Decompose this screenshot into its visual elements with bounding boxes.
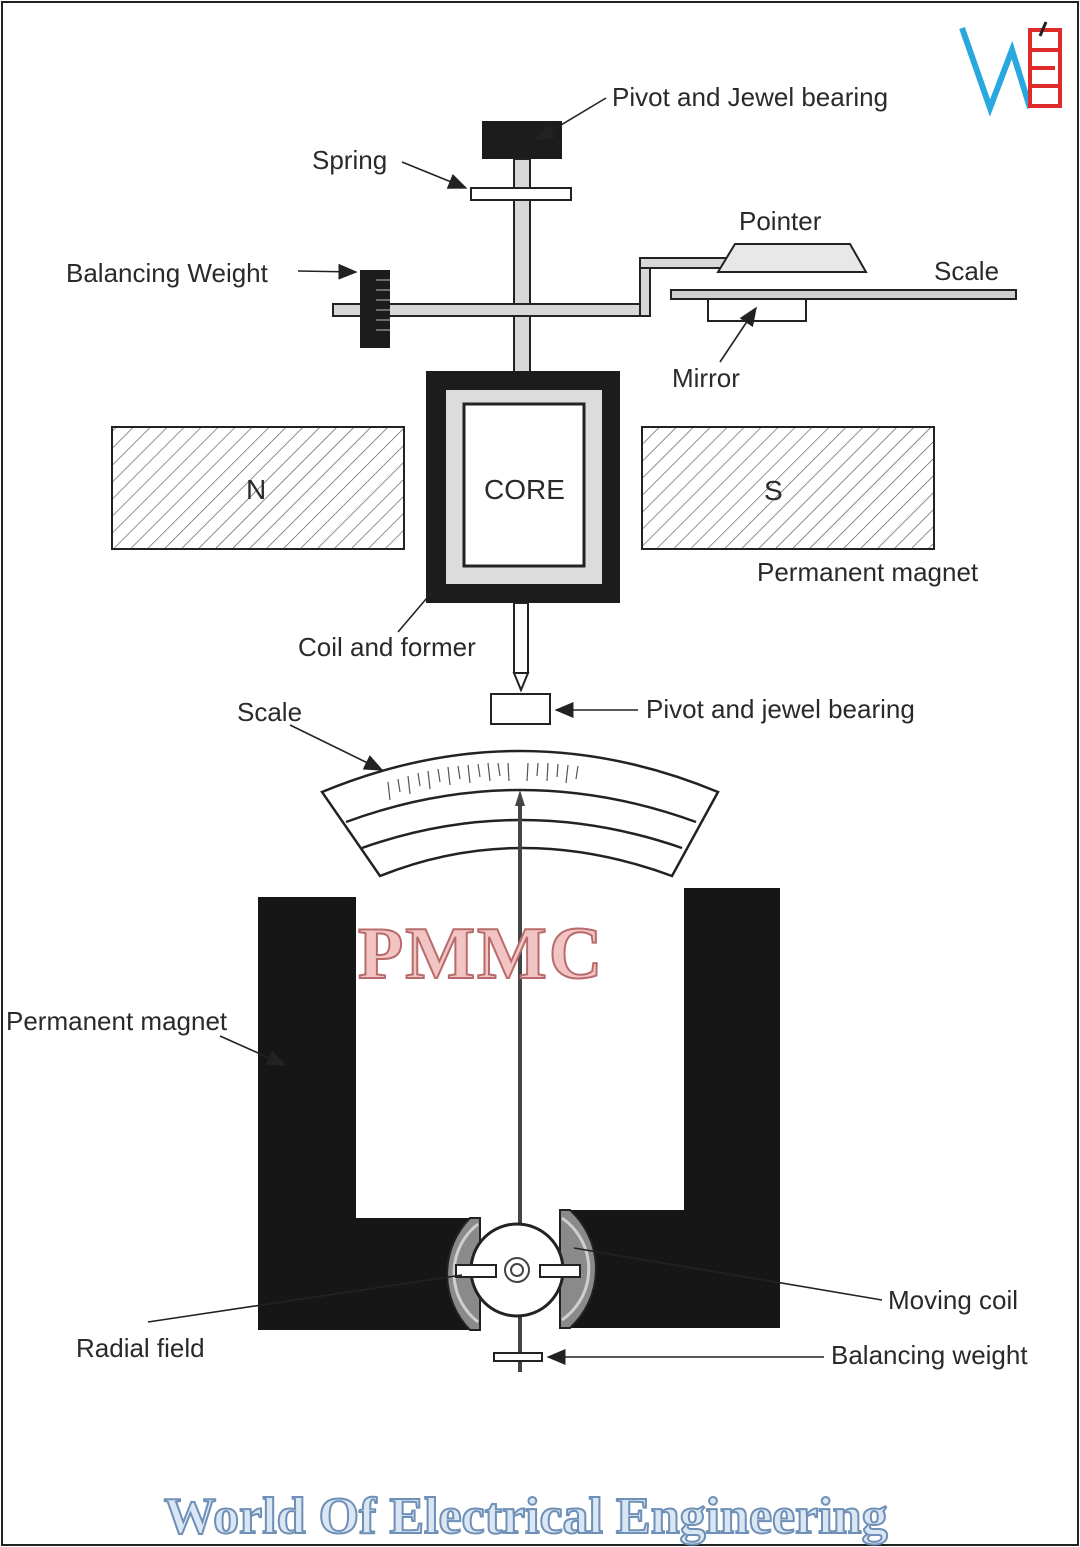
logo-text: WE xyxy=(0,0,2,1)
core xyxy=(462,402,586,568)
needle-tip xyxy=(515,790,525,806)
label-pivot-bottom: Pivot and jewel bearing xyxy=(646,694,915,724)
pmmc-watermark: PMMC xyxy=(358,913,604,995)
label-permanent-magnet-bottom: Permanent magnet xyxy=(6,1006,228,1036)
south-pole-magnet xyxy=(641,426,935,550)
top-pivot-block xyxy=(482,121,562,159)
lower-spindle xyxy=(513,602,529,674)
scale-bar-top xyxy=(670,289,1017,300)
label-permanent-magnet-top: Permanent magnet xyxy=(757,557,979,587)
balancing-weight-bottom xyxy=(493,1352,543,1362)
spindle-tip xyxy=(512,672,530,693)
label-scale-top: Scale xyxy=(934,256,999,286)
label-pivot-top: Pivot and Jewel bearing xyxy=(612,82,888,112)
label-coil-and-former: Coil and former xyxy=(298,632,476,662)
label-south: S xyxy=(764,475,783,506)
moving-coil-left-side xyxy=(455,1264,497,1278)
label-balancing-weight-top: Balancing Weight xyxy=(66,258,269,288)
bottom-pivot-block xyxy=(490,693,551,725)
pointer-arm xyxy=(639,257,731,269)
footer-watermark: World Of Electrical Engineering xyxy=(164,1488,888,1545)
mirror xyxy=(707,298,807,322)
label-balancing-weight-bottom: Balancing weight xyxy=(831,1340,1028,1370)
label-pointer: Pointer xyxy=(739,206,822,236)
label-moving-coil: Moving coil xyxy=(888,1285,1018,1315)
u-magnet-left xyxy=(258,897,480,1330)
u-magnet-right xyxy=(560,888,780,1328)
spring xyxy=(470,187,572,201)
north-pole-magnet xyxy=(111,426,405,550)
label-north: N xyxy=(246,474,266,505)
label-spring: Spring xyxy=(312,145,387,175)
label-scale-bottom: Scale xyxy=(237,697,302,727)
pointer xyxy=(716,243,868,273)
core-hub-inner xyxy=(510,1263,524,1277)
label-core: CORE xyxy=(484,474,565,505)
balancing-weight-top xyxy=(360,270,390,348)
label-mirror: Mirror xyxy=(672,363,740,393)
we-logo: WE xyxy=(0,0,1062,117)
label-radial-field: Radial field xyxy=(76,1333,205,1363)
moving-coil-right-side xyxy=(539,1264,581,1278)
